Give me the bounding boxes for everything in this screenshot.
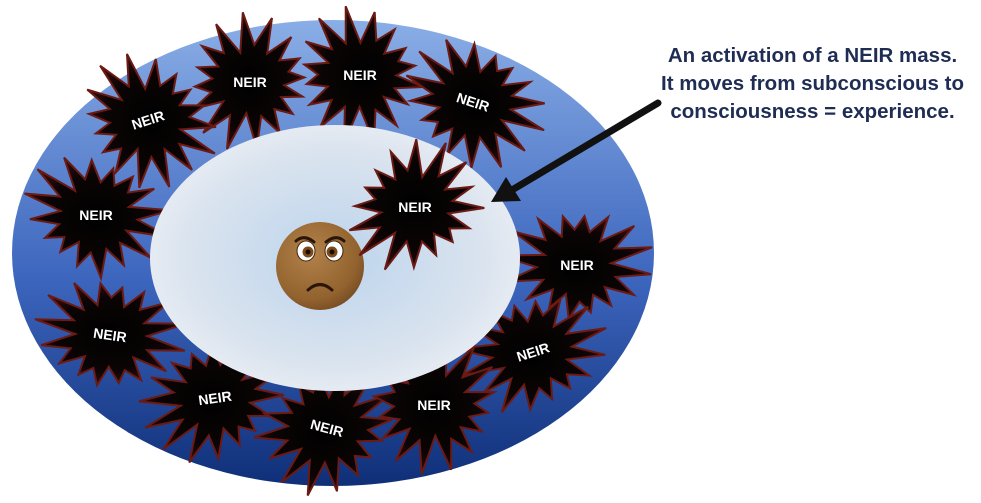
neir-label: NEIR xyxy=(560,257,593,273)
neir-starburst-shape xyxy=(499,213,653,323)
neir-starburst-shape xyxy=(253,364,393,497)
neir-starburst-shape xyxy=(24,156,171,282)
annotation-arrow xyxy=(491,99,662,202)
face xyxy=(276,222,364,310)
neir-mass: NEIR xyxy=(85,53,217,189)
neir-label: NEIR xyxy=(398,199,431,215)
neir-starburst-shape xyxy=(85,53,217,189)
neir-mass: NEIR xyxy=(405,39,545,169)
neir-label: NEIR xyxy=(92,325,127,346)
right-eyebrow-icon xyxy=(324,236,346,244)
neir-label: NEIR xyxy=(417,397,450,413)
neir-label: NEIR xyxy=(343,67,376,83)
neir-mass: NEIR xyxy=(348,139,485,272)
neir-starburst-shape xyxy=(301,5,424,144)
neir-mass: NEIR xyxy=(301,5,424,144)
neir-mass: NEIR xyxy=(455,295,607,413)
neir-mass: NEIR xyxy=(499,213,653,323)
neir-starburst-shape xyxy=(34,280,186,388)
annotation-line-3: consciousness = experience. xyxy=(670,100,955,123)
neir-starburst-shape xyxy=(405,39,545,169)
neir-mass: NEIR xyxy=(24,156,171,282)
annotation-text: An activation of a NEIR mass. It moves f… xyxy=(615,42,981,126)
annotation-line-1: An activation of a NEIR mass. xyxy=(667,44,958,67)
annotation-line-2: It moves from subconscious to xyxy=(661,72,964,95)
neir-starburst-shape xyxy=(348,139,485,272)
left-eyebrow-icon xyxy=(294,236,316,244)
neir-mass: NEIR xyxy=(34,280,186,388)
neir-mass: NEIR xyxy=(253,364,393,497)
neir-starburst-shape xyxy=(190,11,308,150)
neir-label: NEIR xyxy=(197,388,232,409)
neir-label: NEIR xyxy=(233,74,266,90)
frown-mouth-icon xyxy=(306,283,334,292)
face-circle xyxy=(276,222,364,310)
neir-label: NEIR xyxy=(79,207,112,223)
neir-mass: NEIR xyxy=(190,11,308,150)
neir-cluster-front: NEIR xyxy=(348,139,485,272)
neir-starburst-shape xyxy=(455,295,607,413)
arrowhead-icon xyxy=(491,177,521,202)
